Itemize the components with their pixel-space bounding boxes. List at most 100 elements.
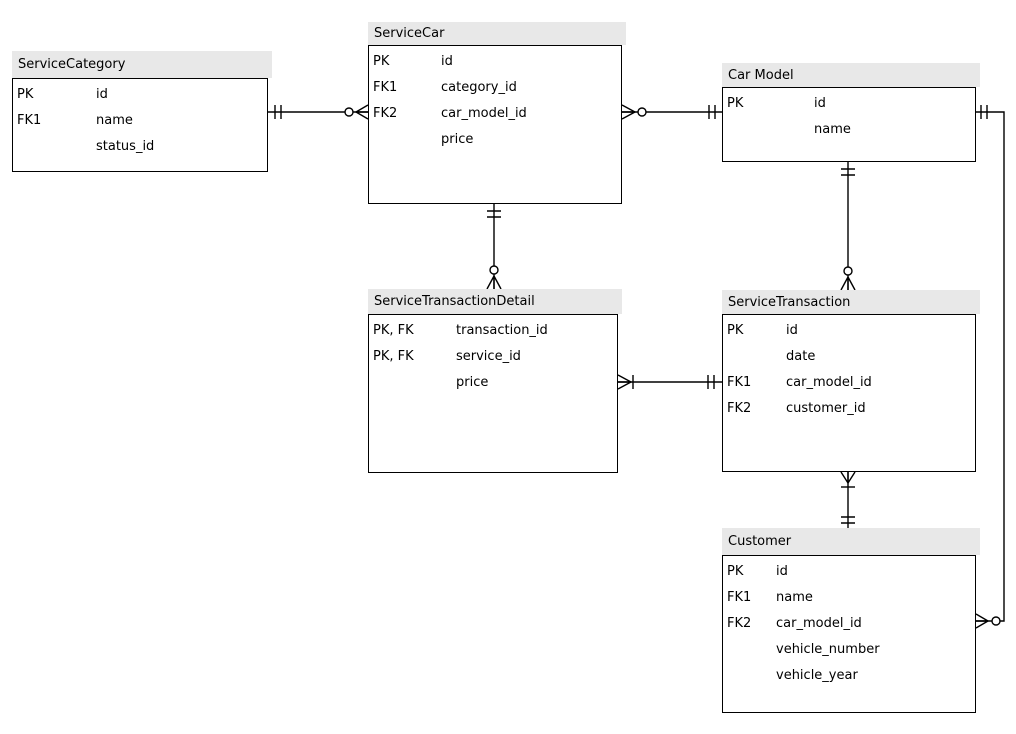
column-key-label: FK1 <box>373 80 398 95</box>
column-key-label <box>369 127 441 153</box>
one-marker <box>709 105 715 119</box>
many-marker <box>356 105 368 119</box>
entity-title: Customer <box>722 528 980 555</box>
column-key-label <box>723 344 786 370</box>
column-key-label: PK, FK <box>373 323 414 338</box>
relationship-servicetransactiondetail-servicetransaction <box>618 375 722 389</box>
relationship-carmodel-servicetransaction <box>841 162 855 290</box>
entity-column-row: name <box>723 117 975 143</box>
entity-column-row: vehicle_year <box>723 663 975 689</box>
entity-column-row: PK id <box>723 559 975 585</box>
many-marker <box>841 472 855 483</box>
column-key-label: PK <box>17 87 34 102</box>
one-marker <box>708 375 714 389</box>
column-name-label: date <box>786 349 816 364</box>
entity-column-row: PK, FK transaction_id <box>369 318 617 344</box>
column-name-label: price <box>456 375 489 390</box>
column-key-label: PK <box>727 96 744 111</box>
many-marker <box>841 277 855 290</box>
many-marker <box>618 375 631 389</box>
one-marker <box>487 211 501 217</box>
column-key-label <box>723 663 776 689</box>
one-marker <box>981 105 987 119</box>
entity-column-row: status_id <box>13 134 267 160</box>
column-name-label: customer_id <box>786 401 866 416</box>
entity-column-row: FK1 car_model_id <box>723 370 975 396</box>
column-name-label: id <box>96 87 108 102</box>
entity-column-row: vehicle_number <box>723 637 975 663</box>
column-name-label: id <box>786 323 798 338</box>
entity-column-row: PK id <box>723 91 975 117</box>
entity-column-row: FK2 car_model_id <box>369 101 621 127</box>
column-key-label: FK2 <box>727 401 752 416</box>
column-name-label: price <box>441 132 474 147</box>
column-name-label: status_id <box>96 139 155 154</box>
column-name-label: name <box>814 122 851 137</box>
entity-column-row: FK2 customer_id <box>723 396 975 422</box>
column-key-label <box>13 134 96 160</box>
relationship-servicecategory-servicecar <box>268 105 368 119</box>
entity-column-row: PK id <box>13 82 267 108</box>
column-name-label: category_id <box>441 80 517 95</box>
column-name-label: car_model_id <box>441 106 527 121</box>
column-key-label: PK, FK <box>373 349 414 364</box>
entity-column-row: date <box>723 344 975 370</box>
column-name-label: service_id <box>456 349 521 364</box>
column-name-label: name <box>776 590 813 605</box>
column-key-label: FK2 <box>373 106 398 121</box>
relationship-servicecar-servicetransactiondetail <box>487 204 501 289</box>
column-key-label: FK2 <box>727 616 752 631</box>
column-name-label: car_model_id <box>776 616 862 631</box>
zero-marker <box>638 108 646 116</box>
column-name-label: transaction_id <box>456 323 548 338</box>
entity-column-row: FK2 car_model_id <box>723 611 975 637</box>
column-name-label: id <box>776 564 788 579</box>
one-marker <box>841 517 855 523</box>
column-name-label: vehicle_number <box>776 642 880 657</box>
column-key-label <box>723 637 776 663</box>
entity-title: ServiceTransaction <box>722 290 980 314</box>
entity-title: Car Model <box>722 63 980 87</box>
column-key-label: PK <box>727 564 744 579</box>
column-key-label <box>369 370 456 396</box>
entity-title: ServiceCar <box>368 22 626 45</box>
entity-carmodel[interactable]: Car Model PK id name <box>722 63 980 162</box>
many-marker <box>622 105 635 119</box>
relationship-servicecar-carmodel <box>622 105 722 119</box>
column-name-label: vehicle_year <box>776 668 858 683</box>
relationship-carmodel-customer <box>976 105 1004 628</box>
entity-column-row: price <box>369 127 621 153</box>
entity-columns: PK id name <box>722 87 976 162</box>
entity-servicetransactiondetail[interactable]: ServiceTransactionDetail PK, FK transacti… <box>368 289 622 473</box>
many-marker <box>976 614 988 628</box>
one-marker <box>841 169 855 175</box>
zero-marker <box>992 617 1000 625</box>
one-marker <box>275 105 281 119</box>
many-marker <box>487 276 501 289</box>
column-name-label: car_model_id <box>786 375 872 390</box>
column-key-label <box>723 117 814 143</box>
entity-column-row: PK, FK service_id <box>369 344 617 370</box>
column-name-label: name <box>96 113 133 128</box>
entity-column-row: FK1 category_id <box>369 75 621 101</box>
column-key-label: FK1 <box>727 590 752 605</box>
zero-marker <box>345 108 353 116</box>
entity-title: ServiceTransactionDetail <box>368 289 622 314</box>
zero-marker <box>490 266 498 274</box>
column-name-label: id <box>814 96 826 111</box>
column-key-label: FK1 <box>727 375 752 390</box>
entity-column-row: price <box>369 370 617 396</box>
